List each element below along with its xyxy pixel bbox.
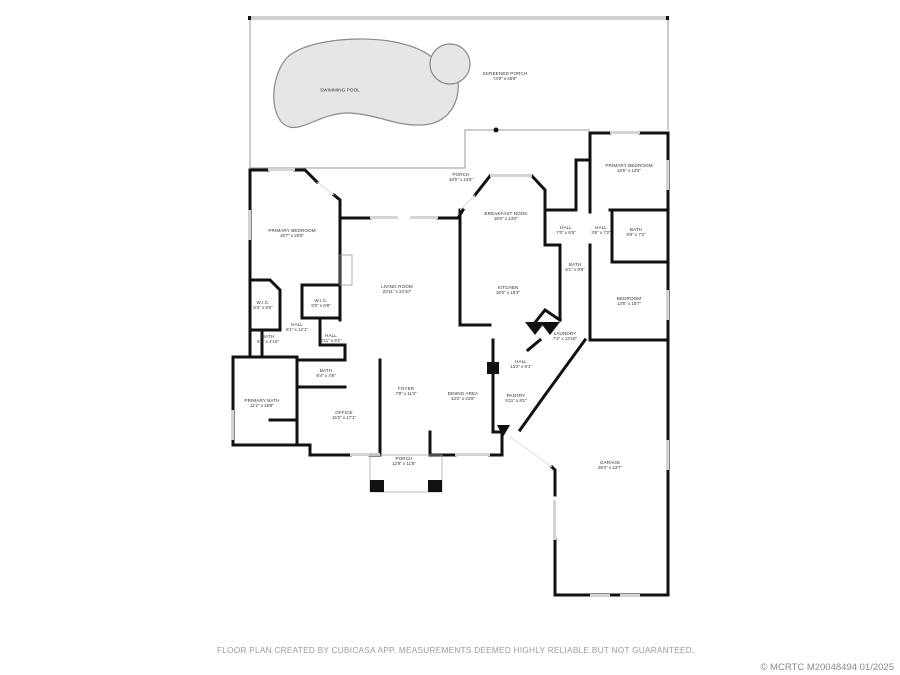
windows bbox=[231, 131, 669, 597]
screen-top-frame bbox=[248, 16, 668, 20]
walls bbox=[231, 131, 670, 597]
swimming-pool-shape bbox=[273, 38, 471, 129]
fireplace bbox=[339, 254, 353, 286]
disclaimer-text: FLOOR PLAN CREATED BY CUBICASA APP. MEAS… bbox=[217, 646, 695, 655]
structural-column bbox=[487, 362, 499, 374]
copyright-text: © MCRTC M20048494 01/2025 bbox=[760, 662, 894, 673]
column-post bbox=[493, 127, 499, 133]
front-porch bbox=[369, 454, 443, 493]
